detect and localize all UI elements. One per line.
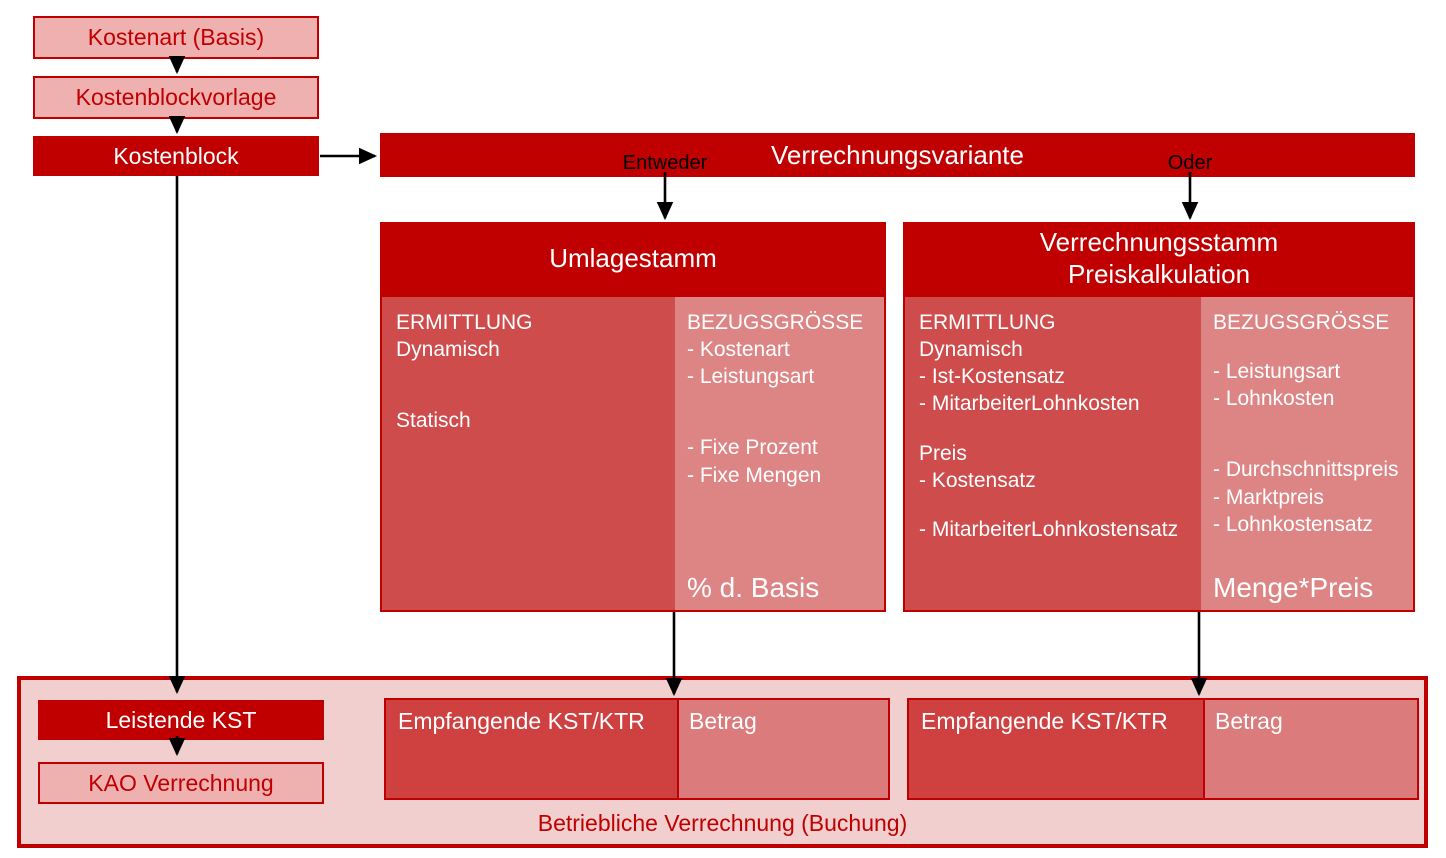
column-group-heading: Statisch <box>396 409 471 433</box>
cell-amount: Betrag <box>1205 700 1417 798</box>
node-label: Leistende KST <box>105 706 257 733</box>
column-group-heading: Preis <box>919 441 967 465</box>
column-item: - MitarbeiterLohnkosten <box>919 392 1140 416</box>
column-group-heading: Dynamisch <box>919 337 1023 361</box>
cell-receiver: Empfangende KST/KTR <box>909 700 1205 798</box>
cell-amount: Betrag <box>679 700 888 798</box>
panel-head-line: Umlagestamm <box>549 242 717 273</box>
branch-label-entweder: Entweder <box>622 152 708 174</box>
panel-column-bezugsgroesse: BEZUGSGRÖSSE - Kostenart - Leistungsart … <box>675 297 884 610</box>
column-title: BEZUGSGRÖSSE <box>1213 311 1390 334</box>
branch-label-oder: Oder <box>1167 152 1213 174</box>
column-item: - Kostensatz <box>919 468 1036 492</box>
panel-head-line: Preiskalkulation <box>1067 258 1251 289</box>
node-leistende-kst[interactable]: Leistende KST <box>38 700 324 740</box>
column-title: ERMITTLUNG <box>919 311 1056 334</box>
booking-caption: Betriebliche Verrechnung (Buchung) <box>537 810 908 836</box>
banner-title: Verrechnungsvariante <box>771 139 1024 170</box>
panel-body-verrechnungsstamm: ERMITTLUNG Dynamisch - Ist-Kostensatz - … <box>903 295 1415 612</box>
column-title: ERMITTLUNG <box>396 311 533 334</box>
column-item: - Fixe Mengen <box>687 463 822 487</box>
panel-body-umlagestamm: ERMITTLUNG Dynamisch Statisch BEZUGSGRÖS… <box>380 295 886 612</box>
node-label: Kostenart (Basis) <box>87 24 265 50</box>
panel-head-line: Verrechnungsstamm <box>1039 226 1279 257</box>
column-item: - Marktpreis <box>1213 485 1324 509</box>
column-item: - Leistungsart <box>687 365 815 389</box>
node-kostenblockvorlage[interactable]: Kostenblockvorlage <box>33 76 319 119</box>
panel-column-bezugsgroesse: BEZUGSGRÖSSE - Leistungsart - Lohnkosten… <box>1201 297 1413 610</box>
node-kostenblock[interactable]: Kostenblock <box>33 136 319 176</box>
column-item: - Fixe Prozent <box>687 436 818 460</box>
column-footer-formula: % d. Basis <box>687 572 820 603</box>
column-item: - Kostenart <box>687 337 790 361</box>
column-title: BEZUGSGRÖSSE <box>687 311 864 334</box>
cell-receiver: Empfangende KST/KTR <box>386 700 679 798</box>
booking-container: Leistende KST KAO Verrechnung Empfangend… <box>17 676 1428 848</box>
column-item: - Leistungsart <box>1213 359 1341 383</box>
banner-verrechnungsvariante: Verrechnungsvariante <box>380 133 1415 177</box>
node-kao-verrechnung[interactable]: KAO Verrechnung <box>38 762 324 804</box>
node-kostenart-basis[interactable]: Kostenart (Basis) <box>33 16 319 59</box>
node-label: KAO Verrechnung <box>88 769 274 796</box>
column-item: - MitarbeiterLohnkostensatz <box>919 518 1179 542</box>
node-label: Kostenblock <box>113 142 239 169</box>
column-item: - Ist-Kostensatz <box>919 365 1065 389</box>
booking-pair-verrechnung[interactable]: Empfangende KST/KTR Betrag <box>907 698 1419 800</box>
booking-pair-umlage[interactable]: Empfangende KST/KTR Betrag <box>384 698 890 800</box>
panel-column-ermittlung: ERMITTLUNG Dynamisch Statisch <box>382 297 675 610</box>
column-item: - Lohnkosten <box>1213 387 1335 411</box>
panel-head-umlagestamm: Umlagestamm <box>380 222 886 295</box>
node-label: Kostenblockvorlage <box>75 84 277 110</box>
panel-head-verrechnungsstamm: Verrechnungsstamm Preiskalkulation <box>903 222 1415 295</box>
column-group-heading: Dynamisch <box>396 337 500 361</box>
column-footer-formula: Menge*Preis <box>1213 572 1374 603</box>
panel-column-ermittlung: ERMITTLUNG Dynamisch - Ist-Kostensatz - … <box>905 297 1201 610</box>
column-item: - Lohnkostensatz <box>1213 512 1373 536</box>
column-item: - Durchschnittspreis <box>1213 458 1399 482</box>
